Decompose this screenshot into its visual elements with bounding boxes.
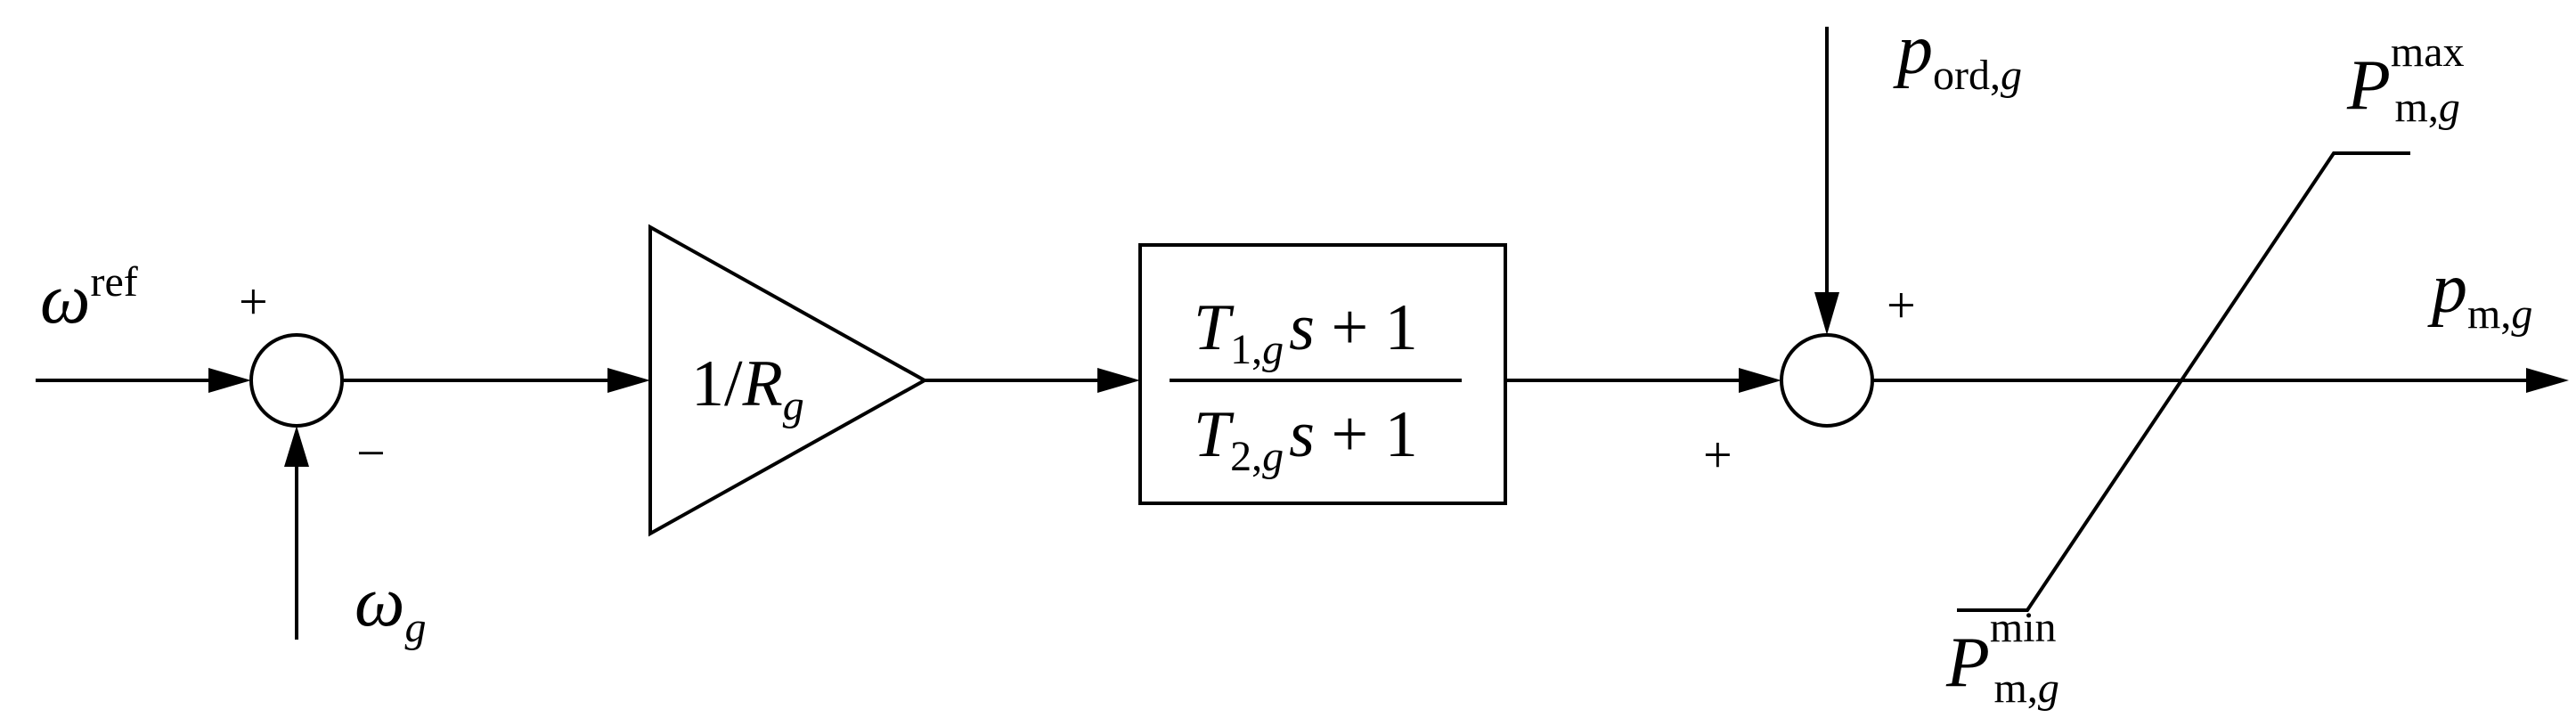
omega-g-label: ωg [355, 563, 426, 651]
summer2-top-plus-sign: + [1887, 276, 1916, 334]
omega-g-signal [284, 426, 309, 640]
omega-ref-signal [36, 368, 251, 393]
output-label: pm,g [2427, 249, 2532, 338]
summer2-bottom-plus-sign: + [1703, 426, 1732, 484]
leadlag-to-summer2-signal [1505, 368, 1781, 393]
p-ord-signal [1814, 27, 1839, 335]
gain-label: 1/Rg [691, 347, 804, 429]
lead-lag-block [1138, 243, 1507, 505]
gain-block [648, 224, 929, 537]
lead-lag-numerator: T1,gs + 1 [1194, 291, 1418, 373]
gain-to-leadlag-signal [925, 368, 1140, 393]
lead-lag-denominator: T2,gs + 1 [1194, 398, 1418, 480]
p-ord-label: pord,g [1893, 11, 2022, 99]
summer1-to-gain-signal [342, 368, 650, 393]
limiter-characteristic [1957, 151, 2410, 612]
output-signal [1872, 368, 2569, 393]
summing-junction-1 [249, 333, 344, 428]
summing-junction-2 [1780, 333, 1874, 428]
summer1-minus-sign: − [356, 424, 386, 482]
summer1-plus-sign: + [239, 273, 268, 330]
omega-ref-label: ωref [40, 258, 138, 339]
